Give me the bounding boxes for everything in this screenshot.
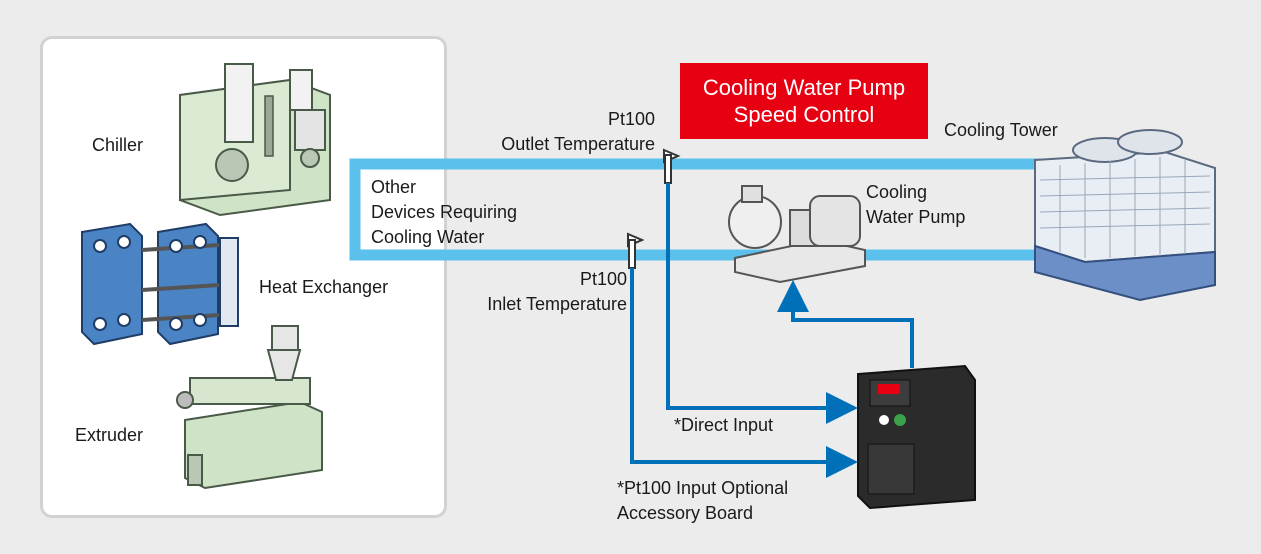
pump-label-1: Cooling bbox=[866, 182, 928, 202]
pump-label-2: Water Pump bbox=[866, 207, 966, 227]
inlet-sensor-label-2: Inlet Temperature bbox=[487, 294, 627, 314]
other-devices-line3: Cooling Water bbox=[371, 227, 485, 247]
extruder-icon bbox=[176, 325, 323, 490]
signal-lines bbox=[630, 183, 914, 478]
direct-input-signal bbox=[666, 183, 858, 424]
banner-line2: Speed Control bbox=[733, 102, 875, 127]
chiller-icon bbox=[179, 63, 331, 217]
extruder-label: Extruder bbox=[75, 425, 144, 445]
pump-control-signal bbox=[777, 280, 914, 368]
accessory-board-label-1: *Pt100 Input Optional bbox=[617, 478, 789, 498]
inlet-sensor-label-1: Pt100 bbox=[579, 269, 627, 289]
banner-line1: Cooling Water Pump bbox=[702, 75, 906, 100]
speed-control-banner: Cooling Water Pump Speed Control bbox=[680, 63, 928, 139]
inverter-icon bbox=[857, 364, 976, 510]
other-devices-line2: Devices Requiring bbox=[371, 202, 518, 222]
outlet-sensor-label-2: Outlet Temperature bbox=[501, 134, 655, 154]
heat-exchanger-label: Heat Exchanger bbox=[259, 277, 389, 297]
cooling-water-pump-icon bbox=[728, 185, 866, 284]
pt100-accessory-signal bbox=[630, 268, 858, 478]
cooling-water-pipe bbox=[349, 158, 1045, 261]
cooling-tower-icon bbox=[1034, 129, 1216, 302]
cooling-tower-label: Cooling Tower bbox=[944, 120, 1058, 140]
outlet-sensor-icon bbox=[663, 148, 681, 184]
accessory-board-label-2: Accessory Board bbox=[617, 503, 754, 523]
heat-exchanger-icon bbox=[81, 222, 239, 346]
chiller-label: Chiller bbox=[92, 135, 144, 155]
outlet-sensor-label-1: Pt100 bbox=[607, 109, 655, 129]
direct-input-label: *Direct Input bbox=[674, 415, 774, 435]
other-devices-line1: Other bbox=[371, 177, 417, 197]
